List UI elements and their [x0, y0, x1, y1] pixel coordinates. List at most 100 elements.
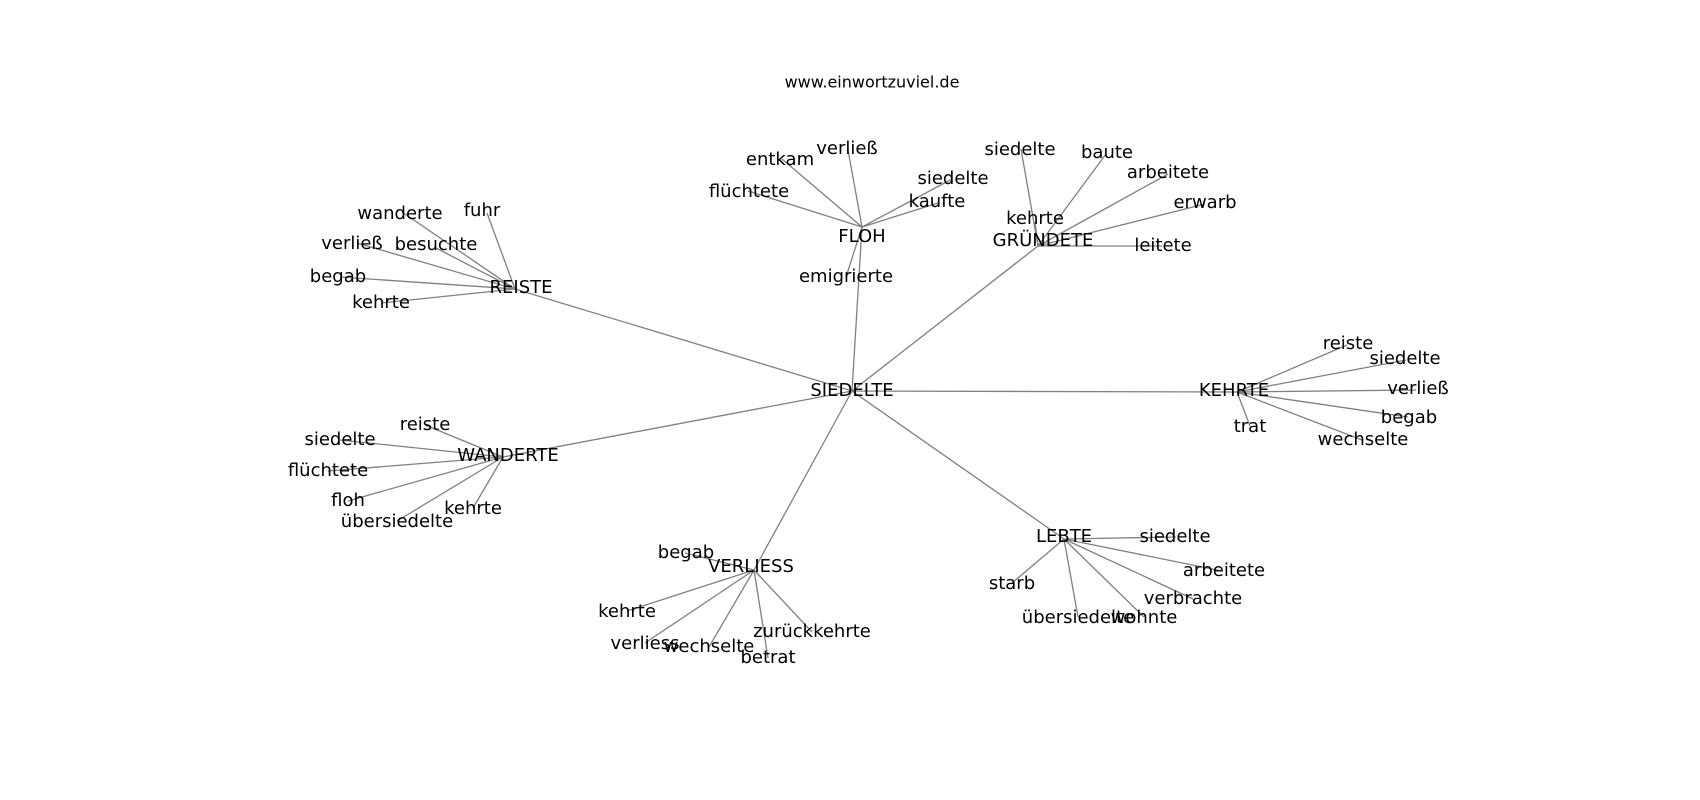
edge-hub-6-leaf-2	[1063, 538, 1194, 600]
node-leaf-reiste-0: wanderte	[357, 203, 442, 224]
node-leaf-verliess-0: begab	[658, 542, 714, 563]
edge-hub-1-leaf-1	[847, 149, 863, 228]
node-leaf-floh-1: verließ	[816, 138, 878, 159]
edge-hub-4-leaf-3	[347, 456, 504, 502]
node-leaf-floh-5: emigrierte	[799, 266, 893, 287]
edge-hub-4-leaf-1	[339, 439, 504, 458]
node-leaf-wanderte-5: übersiedelte	[341, 511, 453, 532]
node-leaf-kehrte-4: trat	[1234, 416, 1267, 437]
edge-hub-6-leaf-5	[1063, 538, 1145, 618]
edge-hub-0-leaf-1	[486, 212, 516, 290]
edge-hub-1-leaf-2	[747, 190, 863, 228]
node-leaf-gruendete-2: arbeitete	[1127, 162, 1209, 183]
node-leaf-verliess-4: betrat	[740, 647, 795, 668]
edge-hub-2-leaf-0	[1020, 148, 1039, 247]
node-leaf-kehrte-3: begab	[1381, 407, 1437, 428]
node-leaf-kehrte-2: verließ	[1387, 378, 1449, 399]
edge-hub-5-leaf-0	[684, 552, 755, 571]
node-leaf-reiste-2: verließ	[321, 233, 383, 254]
node-leaf-lebte-2: verbrachte	[1144, 588, 1242, 609]
node-leaf-kehrte-0: reiste	[1323, 333, 1374, 354]
edge-hub-1-leaf-3	[861, 178, 953, 228]
edge-hub-5-leaf-1	[626, 569, 755, 612]
edge-hub-4-leaf-0	[424, 424, 504, 458]
edge-hub-4-leaf-5	[396, 456, 504, 522]
edge-hub-6-leaf-0	[1063, 536, 1177, 540]
edge-hub-0-leaf-5	[380, 288, 516, 304]
node-leaf-kehrte-1: siedelte	[1369, 348, 1440, 369]
edge-hub-5-leaf-2	[644, 569, 755, 644]
edge-hub-0-leaf-4	[339, 276, 516, 290]
node-leaf-wanderte-2: flüchtete	[288, 460, 368, 481]
edge-hub-6-leaf-4	[1063, 538, 1079, 618]
node-leaf-verliess-2: verliess	[611, 633, 680, 654]
node-hub-reiste: REISTE	[490, 277, 553, 298]
node-leaf-kehrte-5: wechselte	[1318, 429, 1409, 450]
node-leaf-reiste-3: besuchte	[395, 234, 478, 255]
edge-hub-3-leaf-5	[1236, 391, 1363, 441]
node-leaf-verliess-5: zurückkehrte	[753, 621, 871, 642]
node-hub-floh: FLOH	[838, 226, 885, 247]
node-leaf-gruendete-0: siedelte	[984, 139, 1055, 160]
edge-center-hub-3	[851, 390, 1238, 393]
edge-hub-2-leaf-4	[1034, 221, 1039, 247]
edge-hub-5-leaf-3	[708, 569, 755, 648]
edge-center-hub-0	[514, 288, 853, 392]
node-leaf-floh-4: kaufte	[909, 191, 966, 212]
edge-hub-4-leaf-4	[472, 456, 504, 509]
edge-center-hub-5	[753, 390, 853, 571]
edge-hub-1-leaf-4	[861, 202, 939, 228]
edge-hub-1-leaf-0	[781, 158, 863, 228]
edge-center-hub-4	[502, 390, 853, 458]
node-leaf-lebte-4: übersiedelte	[1022, 607, 1134, 628]
node-leaf-wanderte-1: siedelte	[304, 429, 375, 450]
node-leaf-wanderte-3: floh	[331, 490, 365, 511]
edge-hub-3-leaf-3	[1236, 391, 1409, 418]
edge-hub-2-leaf-1	[1037, 153, 1107, 247]
edge-hub-3-leaf-1	[1236, 359, 1407, 393]
edge-hub-6-leaf-3	[1011, 538, 1065, 584]
edge-hub-3-leaf-4	[1236, 391, 1251, 427]
edge-hub-1-leaf-5	[845, 226, 863, 278]
edge-hub-0-leaf-2	[356, 242, 516, 290]
node-leaf-reiste-5: kehrte	[352, 292, 410, 313]
node-leaf-gruendete-3: erwarb	[1173, 192, 1236, 213]
edge-hub-3-leaf-2	[1236, 389, 1417, 393]
edge-hub-2-leaf-2	[1037, 173, 1169, 247]
edge-hub-5-leaf-5	[753, 569, 813, 633]
node-leaf-gruendete-5: leitete	[1134, 235, 1191, 256]
node-leaf-verliess-1: kehrte	[598, 601, 656, 622]
node-hub-kehrte: KEHRTE	[1199, 380, 1269, 401]
node-leaf-floh-0: entkam	[746, 149, 814, 170]
node-leaf-lebte-1: arbeitete	[1183, 560, 1265, 581]
edge-layer	[327, 148, 1417, 659]
edge-hub-0-leaf-0	[401, 211, 516, 290]
edge-hub-5-leaf-4	[753, 569, 769, 659]
edge-center-hub-2	[851, 245, 1039, 392]
node-leaf-wanderte-0: reiste	[400, 414, 451, 435]
edge-hub-4-leaf-2	[327, 456, 504, 472]
node-leaf-verliess-3: wechselte	[664, 636, 755, 657]
node-hub-gruendete: GRÜNDETE	[993, 229, 1094, 251]
node-leaf-floh-2: flüchtete	[709, 181, 789, 202]
node-leaf-floh-3: siedelte	[917, 168, 988, 189]
edge-center-hub-1	[851, 226, 863, 392]
edge-hub-2-leaf-3	[1037, 203, 1206, 247]
node-hub-wanderte: WANDERTE	[457, 445, 558, 466]
node-leaf-gruendete-1: baute	[1081, 142, 1133, 163]
edge-center-hub-6	[851, 390, 1065, 540]
node-leaf-lebte-0: siedelte	[1139, 526, 1210, 547]
node-center: SIEDELTE	[810, 380, 893, 401]
node-hub-lebte: LEBTE	[1036, 526, 1092, 547]
node-leaf-gruendete-4: kehrte	[1006, 208, 1064, 229]
node-leaf-lebte-5: wohnte	[1111, 607, 1178, 628]
node-leaf-lebte-3: starb	[989, 573, 1035, 594]
edge-hub-6-leaf-1	[1063, 538, 1223, 572]
edge-hub-3-leaf-0	[1236, 344, 1348, 393]
node-leaf-reiste-4: begab	[310, 266, 366, 287]
site-title: www.einwortzuviel.de	[785, 73, 960, 92]
node-hub-verliess: VERLIESS	[708, 556, 794, 577]
node-leaf-wanderte-4: kehrte	[444, 498, 502, 519]
node-leaf-reiste-1: fuhr	[464, 200, 501, 221]
